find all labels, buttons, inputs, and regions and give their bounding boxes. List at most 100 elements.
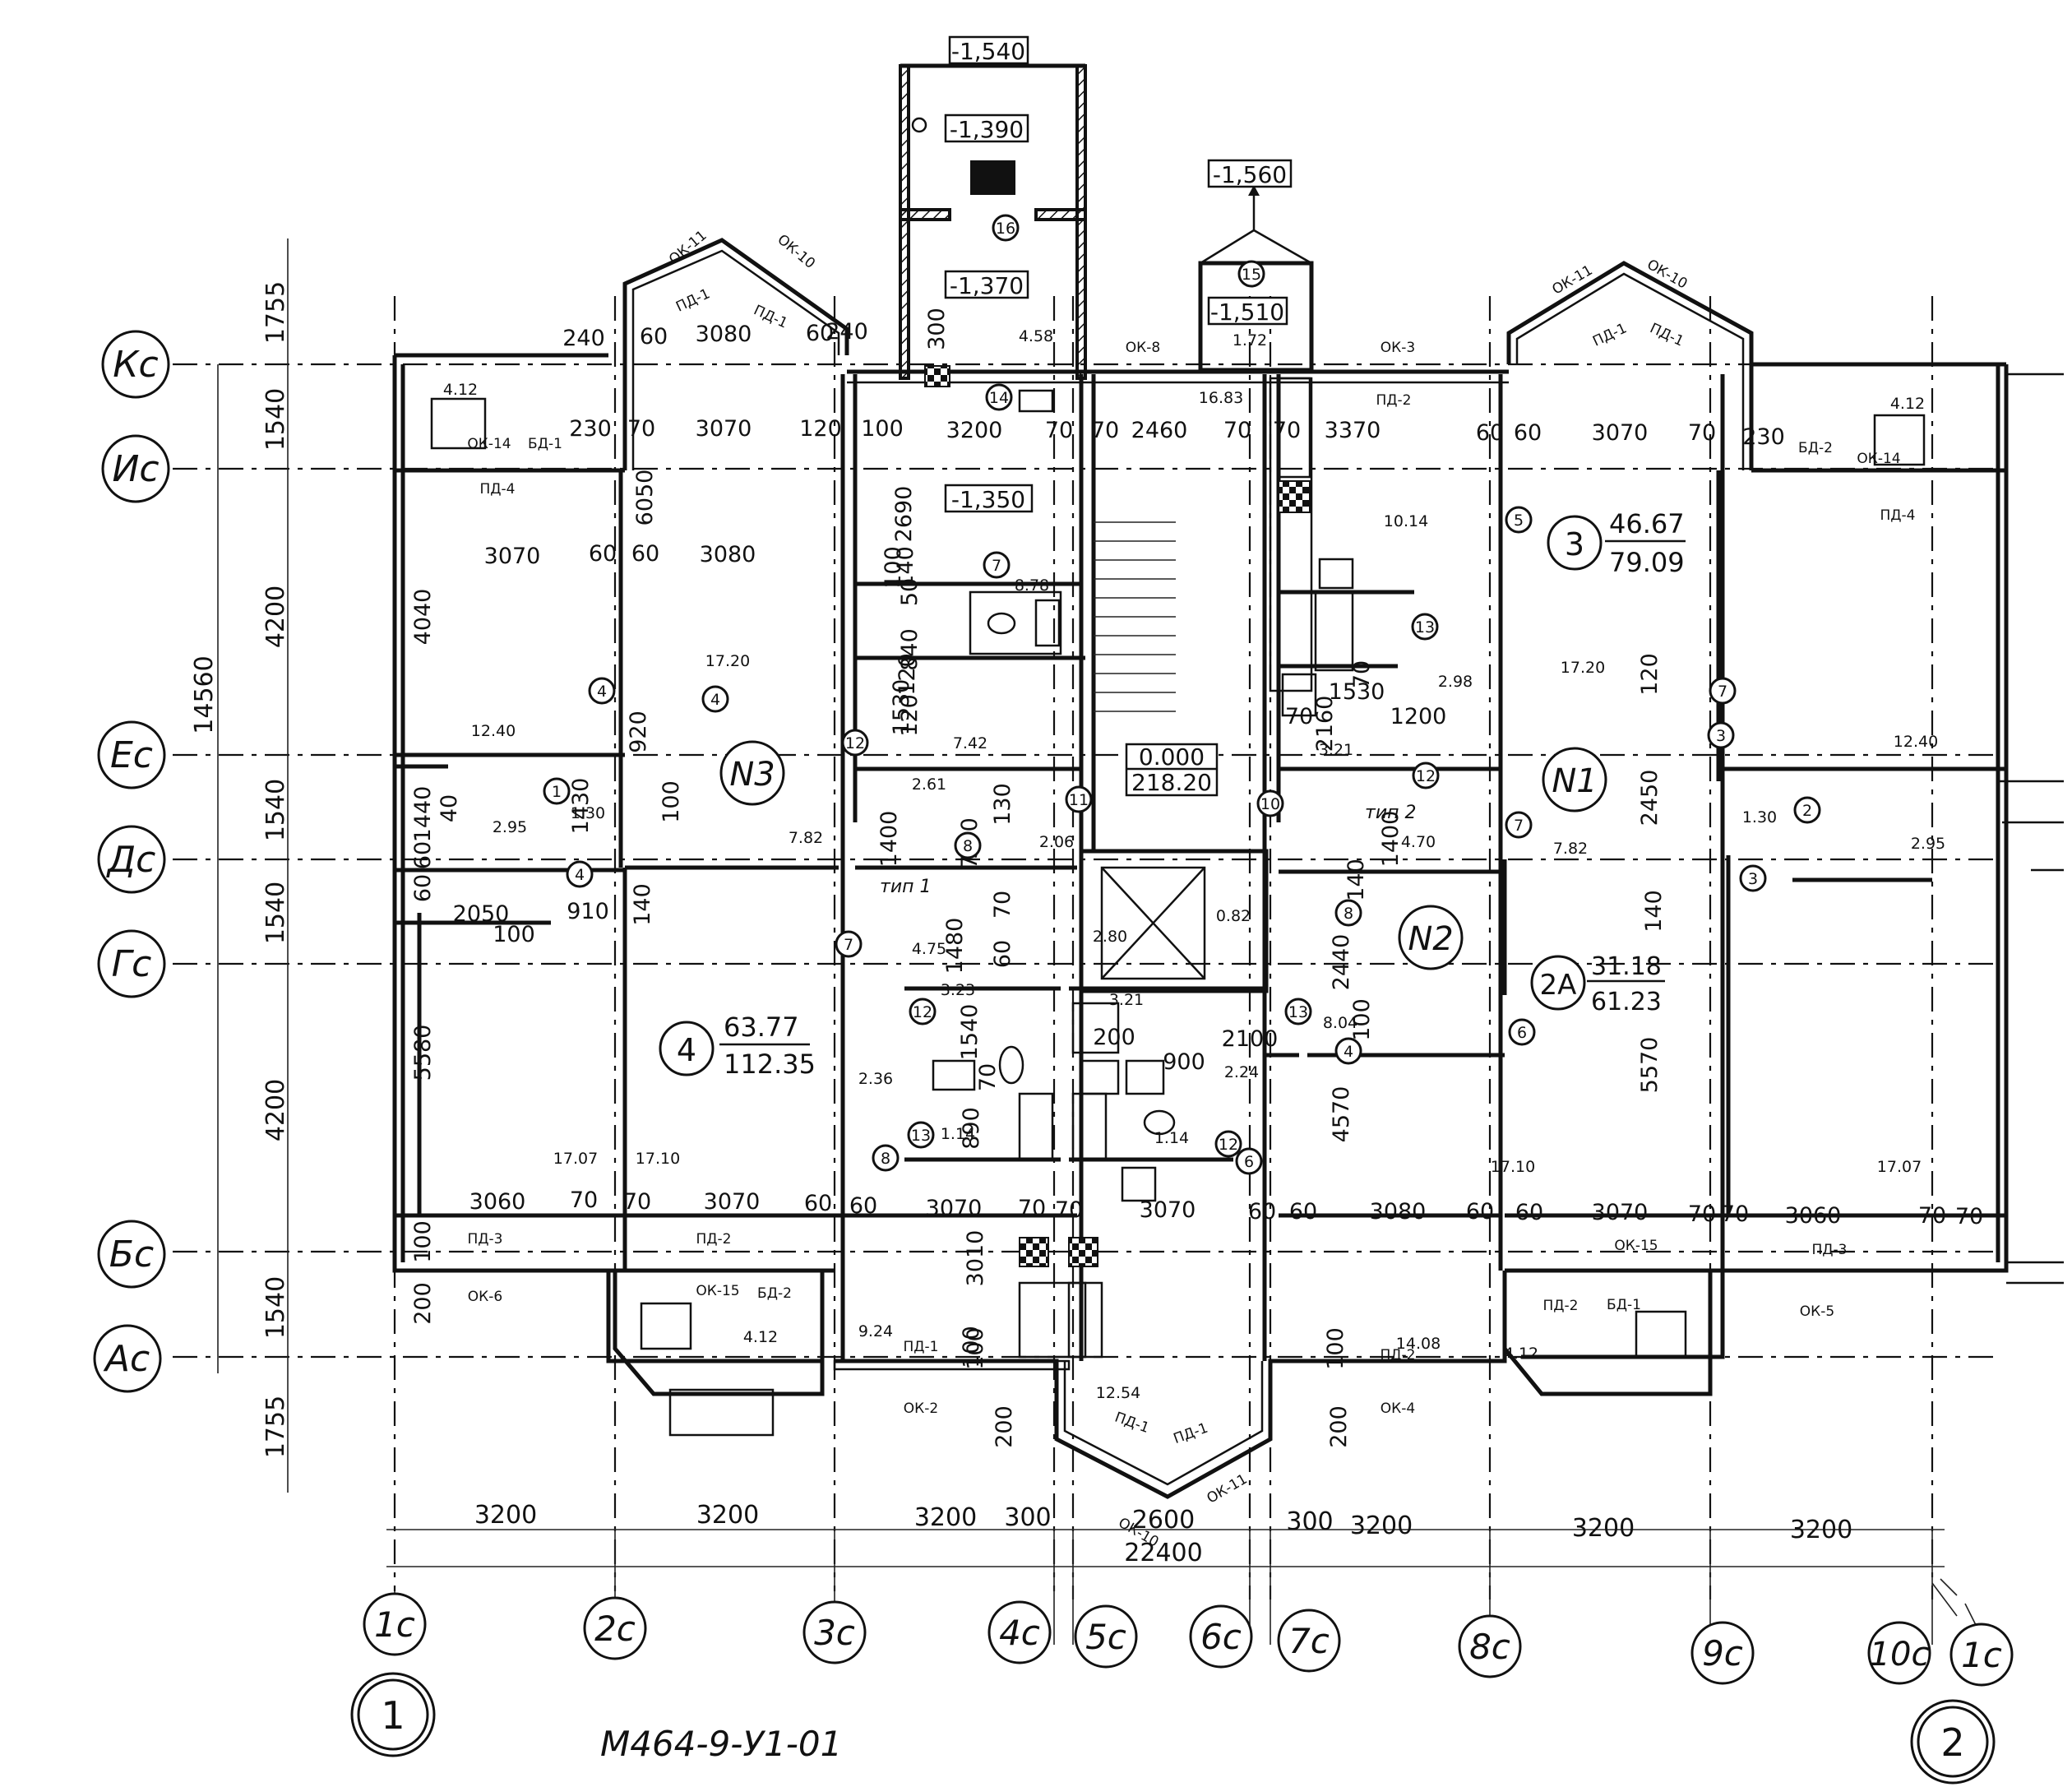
svg-text:3200: 3200 [1350,1512,1413,1540]
element-mark: ОК-3 [1381,340,1415,356]
node-mark: 4 [566,860,594,888]
element-mark: ПД-1 [751,302,789,331]
room-area: 2.06 [1039,833,1074,851]
element-mark: ОК-6 [468,1289,502,1305]
dimension-value: 920 [626,711,651,753]
dimension-value: 120 [897,694,923,737]
col-axis-9c: 9с [1690,1621,1755,1685]
dimension-value: 300 [924,308,950,350]
dimension-value: 100 [963,1327,988,1370]
node-mark: 4 [701,685,729,713]
svg-text:-1,540: -1,540 [951,38,1025,65]
dimension-value: 70 [623,1189,651,1215]
node-mark-label: 12 [845,734,865,752]
dimension-value: 1530 [889,679,914,736]
dimension-value: 70 [1688,420,1716,446]
node-mark-label: 8 [1344,905,1353,923]
dimension-value: 240 [562,326,605,351]
svg-text:-1,510: -1,510 [1210,299,1284,326]
svg-text:4: 4 [677,1032,696,1068]
svg-text:N2: N2 [1408,920,1453,958]
apartment-3: 3 46.67 79.09 [1547,508,1686,578]
svg-text:1540: 1540 [261,388,290,451]
room-area: 12.40 [1894,733,1938,751]
svg-text:46.67: 46.67 [1609,508,1685,539]
svg-text:300: 300 [1004,1503,1051,1532]
dimension-value: 900 [1163,1049,1205,1075]
svg-text:112.35: 112.35 [724,1049,816,1080]
element-mark: БД-1 [528,436,562,452]
room-area: 17.07 [1877,1158,1922,1176]
node-mark-label: 8 [963,837,973,855]
dimension-value: 2100 [1222,1026,1279,1052]
dimension-value: 60 [1248,1199,1276,1225]
element-mark: ПД-4 [1880,507,1915,524]
dimension-value: 70 [1285,704,1313,729]
svg-text:1755: 1755 [261,281,290,344]
svg-text:-1,350: -1,350 [951,486,1025,513]
dimension-value: 3070 [484,544,541,569]
svg-text:2600: 2600 [1132,1506,1195,1535]
node-mark-label: 4 [597,683,607,701]
room-area: 4.70 [1401,833,1436,851]
room-area: 8.78 [1015,576,1049,595]
room-area: 4.75 [912,940,946,958]
node-mark: 1 [543,777,571,805]
node-mark: 16 [992,214,1020,242]
dimension-value: 910 [567,899,609,924]
dimension-value: 200 [410,1282,436,1325]
row-axis-Dc: Дс [97,825,166,894]
internal-walls [395,374,2006,1361]
dimension-value: 70 [975,1063,1001,1091]
dimension-value: 2690 [891,486,917,543]
col-axis-3c: 3с [802,1600,867,1664]
section-N2: N2 [1398,905,1464,970]
node-mark: 12 [909,998,937,1025]
dimension-value: 70 [627,416,655,442]
element-mark: ПД-2 [696,1231,731,1248]
element-mark: ОК-8 [1126,340,1160,356]
svg-text:7с: 7с [1288,1621,1330,1661]
svg-text:1: 1 [381,1693,405,1738]
svg-text:4200: 4200 [261,1079,290,1141]
dimension-value: 1430 [568,778,594,835]
room-area: 1.14 [941,1125,975,1143]
room-area: 2.24 [1224,1063,1259,1081]
left-dimensions: 1755 1540 4200 14560 1540 1540 4200 1540… [190,281,290,1458]
dimension-value: 70 [1918,1203,1946,1229]
room-area: 1.72 [1233,331,1267,350]
room-area: 4.12 [1504,1345,1538,1363]
dimension-value: 70 [1018,1196,1046,1221]
element-mark: ПД-1 [1590,320,1629,350]
dimension-value: 70 [1721,1201,1749,1227]
svg-text:-1,370: -1,370 [950,272,1024,299]
room-area: 17.07 [553,1150,598,1168]
dimension-value: 70 [1223,418,1251,443]
room-area: 10.14 [1384,512,1428,530]
col-axis-8c: 8с [1458,1614,1522,1678]
element-mark: БД-1 [1607,1297,1641,1313]
element-mark: ОК-15 [696,1283,739,1299]
col-axis-2c: 2с [583,1596,647,1660]
svg-text:тип 1: тип 1 [880,877,932,897]
dimension-value: 1480 [942,918,968,975]
svg-text:4с: 4с [999,1613,1040,1653]
svg-text:3200: 3200 [474,1501,537,1530]
node-mark-label: 10 [1260,795,1280,813]
room-area: 1.30 [571,804,605,822]
svg-text:2А: 2А [1540,969,1577,1002]
dimension-value: 1540 [957,1004,983,1061]
node-mark: 6 [1508,1018,1536,1046]
room-area: 7.82 [789,829,823,847]
room-area: 12.54 [1096,1384,1140,1402]
node-mark-label: 6 [1244,1153,1254,1171]
dimension-value: 200 [1093,1025,1135,1050]
col-axis-6c: 6с [1189,1604,1253,1669]
row-axis-Ic: Ис [101,434,170,503]
dimension-value: 120 [799,416,842,442]
dimension-value: 5580 [410,1025,436,1081]
svg-text:8с: 8с [1469,1627,1510,1667]
dimension-value: 3080 [696,322,752,347]
